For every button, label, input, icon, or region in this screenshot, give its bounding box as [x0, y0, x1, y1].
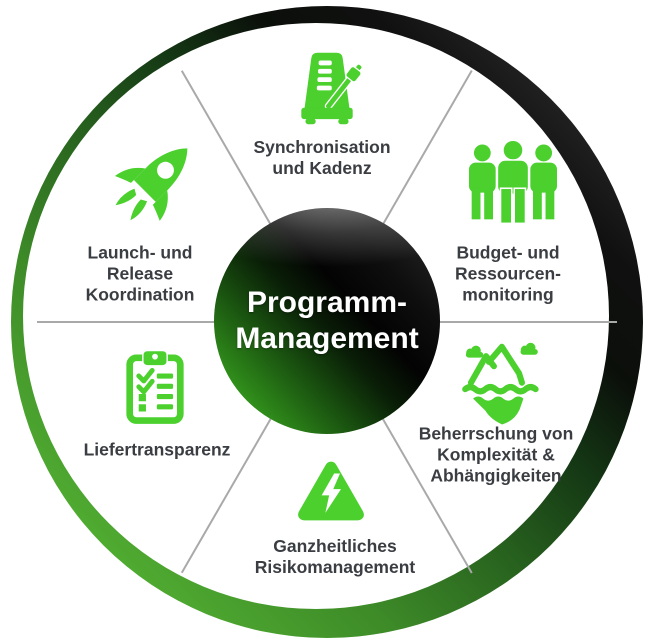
label-line: Komplexität &: [437, 444, 555, 465]
segment-label-budget: Budget- und Ressourcen- monitoring: [455, 243, 561, 306]
label-line: Launch- und: [87, 242, 193, 263]
segment-label-launch: Launch- und Release Koordination: [86, 243, 195, 306]
people-icon: [465, 139, 561, 229]
title-line: Programm-: [246, 286, 408, 319]
label-line: Budget- und: [456, 242, 560, 263]
center-hub-circle: Programm- Management: [214, 208, 440, 434]
label-line: Koordination: [85, 284, 195, 305]
label-line: Risikomanagement: [254, 557, 416, 577]
diagram-title: Programm- Management: [235, 285, 418, 357]
clipboard-checklist-icon: [116, 347, 194, 429]
segment-label-risiko: Ganzheitliches Risikomanagement: [255, 536, 415, 578]
iceberg-icon: [458, 338, 550, 425]
label-line: Synchronisation: [253, 137, 391, 157]
label-line: monitoring: [462, 284, 554, 305]
segment-label-komplexitaet: Beherrschung von Komplexität & Abhängigk…: [419, 424, 574, 487]
label-line: Abhängigkeiten: [430, 465, 562, 486]
rocket-icon: [102, 133, 206, 237]
label-line: Beherrschung von: [418, 423, 574, 444]
label-line: und Kadenz: [272, 158, 372, 178]
segment-label-liefertransparenz: Liefertransparenz: [84, 440, 231, 461]
label-line: Ganzheitliches: [273, 536, 397, 556]
label-line: Ressourcen-: [454, 263, 562, 284]
label-line: Liefertransparenz: [83, 439, 231, 460]
label-line: Release: [106, 263, 174, 284]
metronome-icon: [291, 48, 363, 134]
segment-label-synchronisation: Synchronisation und Kadenz: [253, 137, 390, 179]
title-line: Management: [235, 322, 419, 355]
warning-lightning-icon: [291, 454, 371, 529]
